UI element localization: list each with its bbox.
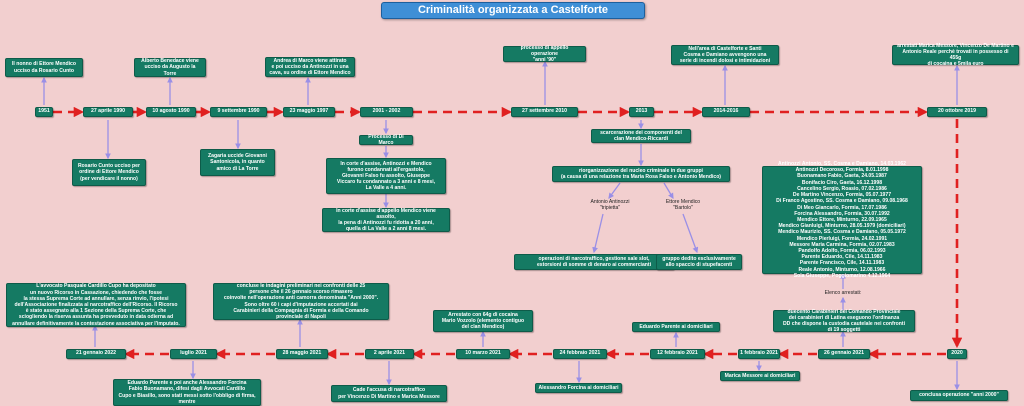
event-box-luglio-2021[interactable]: Eduardo Parente e poi anche Alessandro F… <box>113 379 261 406</box>
page-title: Criminalità organizzata a Castelforte <box>381 2 645 19</box>
event-box-9-settembre-1990[interactable]: Zagaria uccide Giovanni Santonicola, in … <box>200 149 275 176</box>
label-ettore-mendico: Ettore Mendico "Bartolo" <box>665 199 701 212</box>
timeline-node-2020[interactable]: 2020 <box>947 349 967 359</box>
event-box-10-marzo-2021[interactable]: Arrestato con 64g di cocaina Mario Vozzo… <box>433 310 533 332</box>
event-box-27-aprile-1990[interactable]: Rosario Cunto ucciso per ordine di Ettor… <box>72 159 146 186</box>
timeline-node-20-ottobre-2019[interactable]: 20 ottobre 2019 <box>927 107 987 117</box>
timeline-node-2013[interactable]: 2013 <box>629 107 654 117</box>
label-antonio-antinozzi: Antonio Antinozzi "tripietta" <box>590 199 630 212</box>
event-box-27-settembre-2010[interactable]: processo di appello operazione "anni '90… <box>503 45 586 63</box>
timeline-node-9-settembre-1990[interactable]: 9 settembre 1990 <box>210 107 267 117</box>
timeline-node-1-febbraio-2021[interactable]: 1 febbraio 2021 <box>738 349 780 359</box>
event-box-riorganizzazione[interactable]: riorganizzazione del nucleo criminale in… <box>552 166 730 182</box>
event-box-26-gennaio-2021[interactable]: duecento Carabinieri del Comando Provinc… <box>773 309 915 333</box>
event-box-1-febbraio-2021[interactable]: Marica Messore ai domiciliari <box>720 371 800 381</box>
timeline-node-luglio-2021[interactable]: luglio 2021 <box>170 349 217 359</box>
event-box-corte-assise-appello[interactable]: In corte d'assise d'appello Mendico vien… <box>322 208 450 232</box>
timeline-node-26-gennaio-2021[interactable]: 26 gennaio 2021 <box>818 349 870 359</box>
timeline-node-2014-2016[interactable]: 2014-2016 <box>702 107 750 117</box>
event-box-2014-2016[interactable]: Nell'area di Castelforte e Santi Cosma e… <box>671 45 779 65</box>
timeline-node-10-marzo-2021[interactable]: 10 marzo 2021 <box>456 349 510 359</box>
timeline-node-2001-2002[interactable]: 2001 - 2002 <box>360 107 413 117</box>
processo-di-marco[interactable]: Processo di Di Marco <box>359 134 413 146</box>
event-box-1951[interactable]: Il nonno di Ettore Mendico ucciso da Ros… <box>5 58 83 77</box>
event-box-corte-assise[interactable]: In corte d'assise, Antinozzi e Mendico f… <box>326 158 446 194</box>
event-box-2-aprile-2021[interactable]: Cade l'accusa di narcotraffico per Vince… <box>331 385 447 402</box>
timeline-node-1951[interactable]: 1951 <box>35 107 53 117</box>
event-box-spaccio[interactable]: gruppo dedito esclusivamente allo spacci… <box>656 254 742 270</box>
timeline-node-10-agosto-1990[interactable]: 10 agosto 1990 <box>146 107 196 117</box>
timeline-node-2-aprile-2021[interactable]: 2 aprile 2021 <box>365 349 414 359</box>
arrestati-list[interactable]: Antinozzi Antonio, SS. Cosma e Damiano, … <box>762 161 922 279</box>
timeline-node-24-febbraio-2021[interactable]: 24 febbraio 2021 <box>553 349 607 359</box>
timeline-node-12-febbraio-2021[interactable]: 12 febbraio 2021 <box>650 349 705 359</box>
event-box-narcotraffico[interactable]: operazioni di narcotraffico, gestione sa… <box>514 254 674 270</box>
timeline-node-27-aprile-1990[interactable]: 27 aprile 1990 <box>83 107 133 117</box>
event-box-23-maggio-1997[interactable]: Andrea di Marco viene attirato e poi ucc… <box>265 57 355 77</box>
event-box-10-agosto-1990[interactable]: Alberto Benedace viene ucciso da Augusto… <box>134 58 206 77</box>
event-box-24-febbraio-2021[interactable]: Alessandro Forcina ai domiciliari <box>535 383 622 393</box>
event-box-2020[interactable]: conclusa operazione "anni 2000" <box>910 390 1008 401</box>
timeline-node-23-maggio-1997[interactable]: 23 maggio 1997 <box>283 107 335 117</box>
event-box-20-ottobre-2019[interactable]: arrestati Marica Messore, Vincenzo De Ma… <box>892 43 1019 67</box>
timeline-node-28-maggio-2021[interactable]: 28 maggio 2021 <box>276 349 328 359</box>
timeline-node-27-settembre-2010[interactable]: 27 settembre 2010 <box>511 107 578 117</box>
event-box-21-gennaio-2022[interactable]: L'avvocato Pasquale Cardillo Cupo ha dep… <box>6 283 186 327</box>
event-box-28-maggio-2021[interactable]: concluse le indagini preliminari nei con… <box>213 283 389 320</box>
event-box-scarcerazione[interactable]: scarcerazione dei componenti del clan Me… <box>591 129 691 143</box>
timeline-node-21-gennaio-2022[interactable]: 21 gennaio 2022 <box>66 349 126 359</box>
event-box-12-febbraio-2021[interactable]: Eduardo Parente ai domiciliari <box>632 322 720 332</box>
label-elenco-arrestati: Elenco arrestati: <box>824 290 862 296</box>
